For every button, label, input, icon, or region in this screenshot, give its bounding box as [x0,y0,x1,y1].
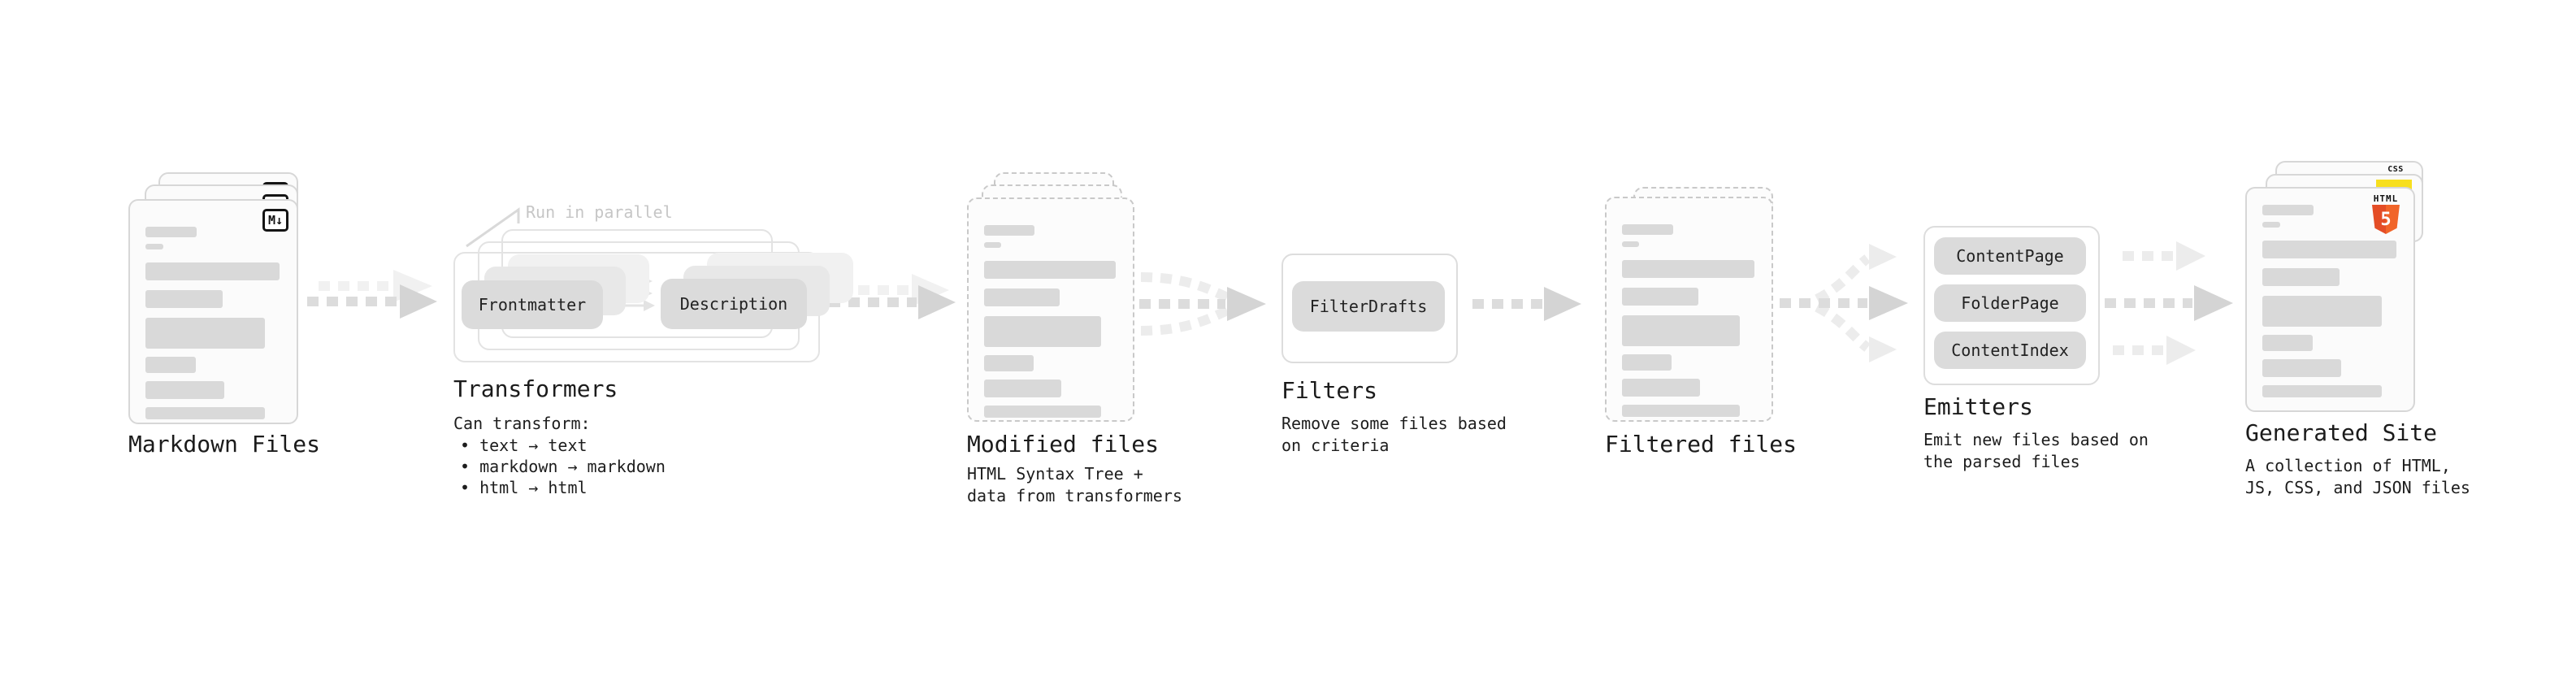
doc-content-bars [2262,189,2398,410]
arrow-filters-to-filtered [1472,287,1581,321]
arrow-transformers-to-modified [829,285,956,319]
markdown-file-card-front: M↓ [128,199,298,424]
description-button: Description [661,279,807,329]
arrow-emitters-to-generated [2105,241,2233,365]
generated-site-label: Generated Site [2245,419,2438,446]
content-page-button: ContentPage [1934,237,2086,275]
arrow-modified-to-filters [1139,272,1266,336]
markdown-files-label: Markdown Files [128,431,321,458]
filters-description: Remove some files based on criteria [1281,414,1507,455]
frontmatter-button: Frontmatter [462,280,603,329]
generated-site-description: A collection of HTML, JS, CSS, and JSON … [2245,456,2470,497]
run-in-parallel-annotation: Run in parallel [526,202,673,222]
transformers-bullet: • text → text [460,436,588,455]
folder-page-button: FolderPage [1934,284,2086,322]
transformers-bullet: • markdown → markdown [460,457,666,476]
arrow-markdown-to-transformers [307,284,437,319]
filterdrafts-button: FilterDrafts [1292,281,1445,332]
filtered-file-card-front [1605,197,1773,422]
transformers-description: Can transform: [453,414,591,433]
html5-shield: 5 [2372,205,2400,234]
content-index-button: ContentIndex [1934,332,2086,369]
doc-content-bars [1622,198,1756,420]
modified-file-card-front [967,197,1134,422]
run-in-parallel-connector [466,207,520,248]
filtered-files-label: Filtered files [1605,431,1798,458]
arrow-filtered-to-emitters [1780,244,1908,362]
modified-files-description: HTML Syntax Tree + data from transformer… [967,464,1182,505]
emitters-label: Emitters [1923,393,2033,420]
html5-logo-text: HTML [2373,193,2399,204]
html5-logo: HTML 5 [2368,193,2404,234]
transformers-label: Transformers [453,375,618,402]
modified-files-label: Modified files [967,431,1160,458]
filters-label: Filters [1281,377,1378,404]
markdown-icon: M↓ [262,209,288,232]
emitters-description: Emit new files based on the parsed files [1923,430,2149,471]
generated-site-card-front: HTML 5 [2245,187,2415,412]
transformers-bullet: • html → html [460,478,588,497]
doc-content-bars [984,199,1117,420]
doc-content-bars [145,201,281,423]
